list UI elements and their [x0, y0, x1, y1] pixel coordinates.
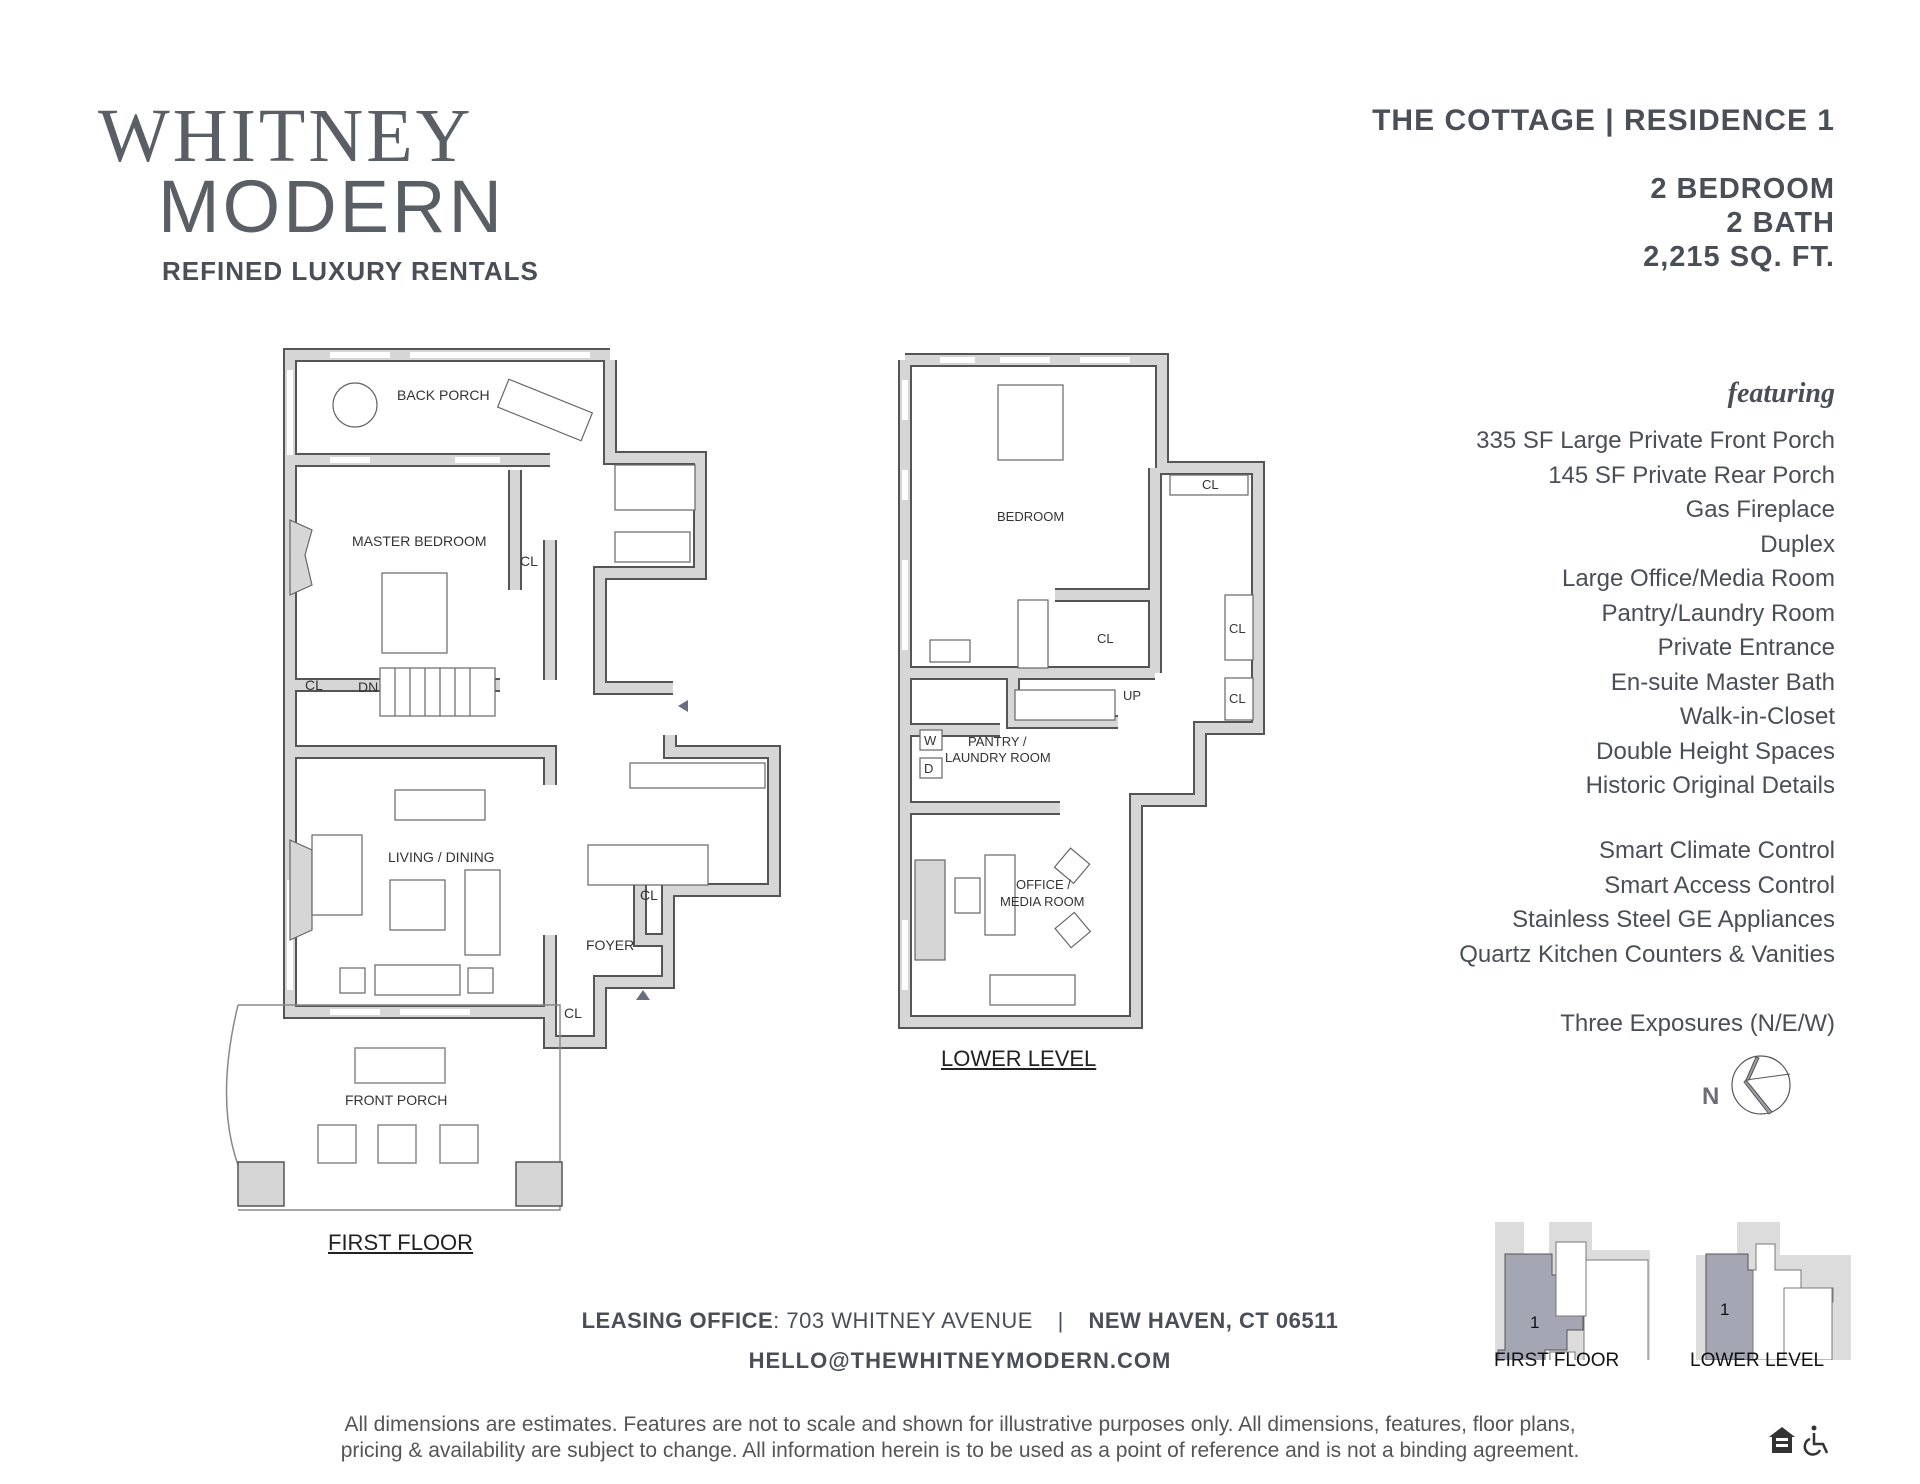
- room-closet: CL: [305, 677, 323, 693]
- room-closet: CL: [1097, 631, 1114, 646]
- room-master-bedroom: MASTER BEDROOM: [352, 533, 487, 549]
- feature-item: 335 SF Large Private Front Porch: [1476, 427, 1835, 454]
- residence-title: THE COTTAGE | RESIDENCE 1: [1372, 104, 1835, 137]
- disclaimer-line-1: All dimensions are estimates. Features a…: [344, 1413, 1576, 1436]
- bedrooms: 2 BEDROOM: [1650, 173, 1835, 205]
- room-laundry: LAUNDRY ROOM: [945, 750, 1051, 765]
- room-closet: CL: [564, 1005, 582, 1021]
- accessibility-icon: [1803, 1425, 1829, 1456]
- feature-item: Double Height Spaces: [1596, 737, 1835, 765]
- equal-housing-icon: [1769, 1427, 1795, 1453]
- feature-item: 145 SF Private Rear Porch: [1548, 461, 1835, 489]
- feature-item: Walk-in-Closet: [1679, 703, 1835, 730]
- leasing-label: LEASING OFFICE: [581, 1308, 774, 1333]
- feature-item: Duplex: [1760, 530, 1835, 558]
- keyplan-lower-level-label: LOWER LEVEL: [1690, 1350, 1825, 1371]
- featuring-heading: featuring: [1727, 378, 1835, 409]
- stairs-down: DN: [358, 679, 378, 695]
- room-bedroom: BEDROOM: [997, 509, 1064, 524]
- keyplan-first-floor: 1: [1495, 1222, 1650, 1360]
- washer: W: [924, 733, 937, 748]
- logo-whitney: WHITNEY: [98, 94, 474, 178]
- leasing-office: LEASING OFFICE: 703 WHITNEY AVENUE | NEW…: [581, 1308, 1339, 1333]
- room-pantry: PANTRY /: [968, 734, 1027, 749]
- room-back-porch: BACK PORCH: [397, 387, 490, 403]
- lower-level-plan: [898, 353, 1265, 1029]
- floor-plans: BACK PORCH MASTER BEDROOM CL CL DN LIVIN…: [225, 348, 1265, 1211]
- room-office: OFFICE /: [1016, 877, 1071, 892]
- contact-email[interactable]: HELLO@THEWHITNEYMODERN.COM: [748, 1348, 1172, 1373]
- keyplan-first-floor-label: FIRST FLOOR: [1494, 1350, 1620, 1371]
- room-living-dining: LIVING / DINING: [388, 849, 495, 865]
- features-list-1: 335 SF Large Private Front Porch 145 SF P…: [1476, 424, 1835, 804]
- room-front-porch: FRONT PORCH: [345, 1092, 447, 1108]
- feature-item: Private Entrance: [1657, 634, 1835, 661]
- feature-item: Stainless Steel GE Appliances: [1512, 906, 1835, 933]
- leasing-address: : 703 WHITNEY AVENUE: [773, 1308, 1033, 1333]
- room-closet: CL: [520, 553, 538, 569]
- keyplan-lower-level: 1: [1696, 1222, 1851, 1360]
- logo-modern: MODERN: [158, 165, 505, 248]
- compliance-icons: [1769, 1425, 1829, 1456]
- stairs-up: UP: [1123, 688, 1141, 703]
- disclaimer: All dimensions are estimates. Features a…: [0, 1412, 1920, 1464]
- room-closet: CL: [1229, 691, 1246, 706]
- room-closet: CL: [640, 887, 658, 903]
- disclaimer-line-2: pricing & availability are subject to ch…: [340, 1439, 1580, 1462]
- feature-item: Smart Climate Control: [1598, 837, 1835, 864]
- area: 2,215 SQ. FT.: [1643, 241, 1835, 273]
- feature-item: Pantry/Laundry Room: [1601, 599, 1835, 627]
- first-floor-label: FIRST FLOOR: [328, 1230, 474, 1255]
- room-closet: CL: [1229, 621, 1246, 636]
- feature-item: Gas Fireplace: [1685, 496, 1835, 523]
- compass-icon: N: [1702, 1055, 1791, 1115]
- baths: 2 BATH: [1726, 207, 1835, 239]
- feature-item: Large Office/Media Room: [1561, 565, 1835, 592]
- key-plans: 1 1: [1495, 1222, 1851, 1360]
- feature-item: Smart Access Control: [1604, 871, 1835, 899]
- residence-specs: 2 BEDROOM 2 BATH 2,215 SQ. FT.: [1643, 172, 1835, 274]
- feature-item: En-suite Master Bath: [1610, 668, 1835, 696]
- room-media-room: MEDIA ROOM: [1000, 894, 1085, 909]
- first-floor-plan: [225, 348, 781, 1211]
- tagline: REFINED LUXURY RENTALS: [162, 256, 539, 286]
- first-floor-room-labels: BACK PORCH MASTER BEDROOM CL CL DN LIVIN…: [305, 387, 658, 1108]
- lower-level-label: LOWER LEVEL: [941, 1046, 1097, 1071]
- dryer: D: [924, 761, 933, 776]
- lower-level-room-labels: BEDROOM CL CL CL CL UP PANTRY / LAUNDRY …: [924, 477, 1246, 909]
- feature-item: Historic Original Details: [1585, 772, 1835, 799]
- exposures: Three Exposures (N/E/W): [1560, 1010, 1835, 1037]
- leasing-city: NEW HAVEN, CT 06511: [1088, 1308, 1339, 1333]
- room-foyer: FOYER: [586, 937, 634, 953]
- compass-north-label: N: [1702, 1083, 1719, 1110]
- feature-item: Quartz Kitchen Counters & Vanities: [1459, 940, 1835, 968]
- keyplan-unit-number: 1: [1530, 1313, 1539, 1332]
- keyplan-unit-number: 1: [1720, 1300, 1729, 1319]
- room-closet: CL: [1202, 477, 1219, 492]
